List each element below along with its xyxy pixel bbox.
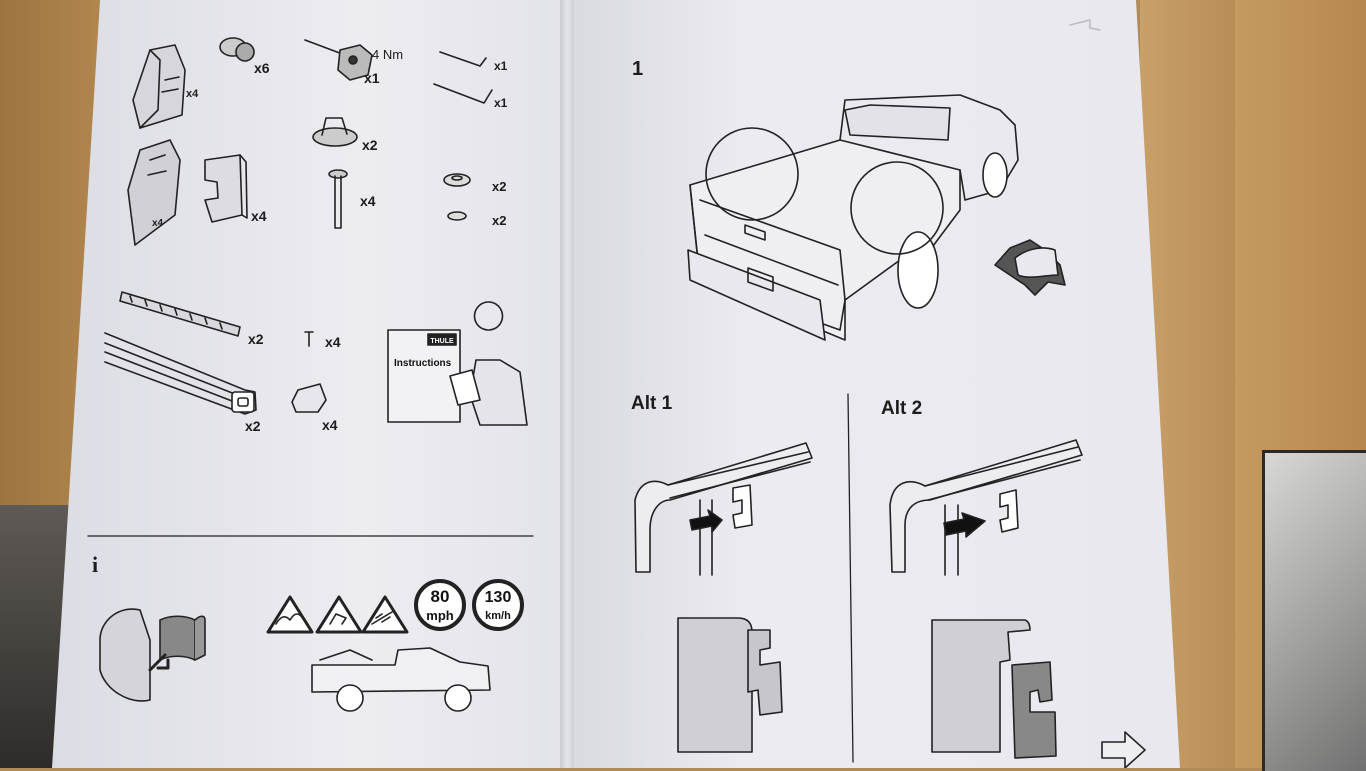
qty-allen-key-small: x1	[494, 59, 508, 73]
alt1-rail-illustration	[634, 442, 813, 576]
qty-screw: x4	[325, 334, 341, 350]
page-gutter	[560, 0, 574, 768]
product-photo-corner	[1262, 450, 1366, 771]
foot-alt-illustration	[127, 139, 181, 246]
manual-brand-text: THULE	[430, 338, 454, 345]
pickup-small-illustration	[311, 647, 491, 712]
qty-rubber-strip: x2	[248, 331, 264, 347]
qty-washer-small: x2	[492, 213, 507, 228]
step-number: 1	[632, 58, 644, 80]
lock-cylinder-illustration	[219, 37, 255, 62]
torque-label: 4 Nm	[372, 47, 404, 62]
cloth-hand-illustration	[994, 239, 1066, 296]
alt2-rail-illustration	[889, 439, 1083, 576]
alt2-heading: Alt 2	[881, 398, 923, 419]
qty-washer-large: x2	[492, 179, 507, 194]
rubber-strip-illustration	[119, 291, 241, 337]
info-icon: i	[92, 552, 99, 577]
torque-tool-illustration	[304, 39, 373, 81]
qty-bar: x2	[245, 418, 261, 434]
pad-illustration	[291, 383, 327, 413]
qty-foot: x4	[186, 88, 199, 100]
qty-allen-key-large: x1	[494, 96, 508, 110]
qty-pad: x4	[322, 417, 338, 433]
qty-torque-tool: x1	[364, 70, 380, 86]
speed-sign-1-value: 80	[431, 587, 450, 606]
bar-illustration	[104, 332, 257, 415]
qty-end-cap: x2	[362, 137, 378, 153]
dashboard-illustration	[99, 608, 206, 702]
bracket-illustration	[204, 154, 248, 223]
alt2-section-illustration	[931, 619, 1057, 759]
qty-bolt: x4	[360, 193, 376, 209]
bolt-illustration	[328, 169, 348, 229]
foot-illustration	[132, 44, 186, 129]
speed-sign-1-unit: mph	[426, 608, 454, 623]
qty-lock-cylinder: x6	[254, 60, 270, 76]
speed-sign-2-value: 130	[485, 589, 512, 606]
qty-bracket: x4	[251, 208, 267, 224]
allen-keys-illustration	[433, 51, 493, 104]
manual-illustration	[387, 301, 528, 426]
screw-illustration	[304, 331, 314, 347]
washers-illustration	[443, 173, 471, 221]
manual-label-text: Instructions	[394, 358, 452, 369]
alt1-section-illustration	[677, 617, 783, 753]
qty-foot-alt: x4	[152, 218, 164, 229]
end-cap-illustration	[312, 117, 358, 147]
speed-sign-2-unit: km/h	[485, 610, 511, 622]
warning-signs	[266, 595, 409, 634]
pickup-large-illustration	[687, 94, 1019, 341]
alt1-heading: Alt 1	[631, 393, 673, 414]
next-page-arrow-icon	[1101, 731, 1146, 768]
